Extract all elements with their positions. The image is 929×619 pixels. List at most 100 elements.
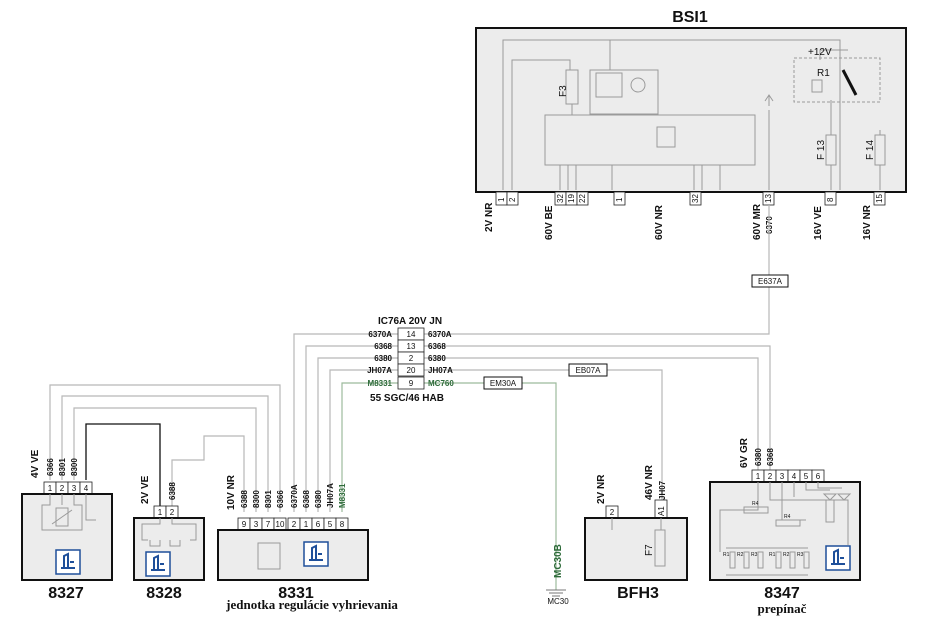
- c8331-wire-6368: 6368: [302, 490, 311, 508]
- wiring-harness: [49, 205, 771, 590]
- c8347-r2a-label: R2: [737, 552, 744, 558]
- c8327-internal-wiring: [41, 494, 96, 531]
- c8327-connector: 4V VE: [30, 449, 41, 478]
- junction-tags: E637A EM30A EB07A: [483, 274, 789, 390]
- bsi-relay-coil: [811, 79, 823, 93]
- bfh3-fuse: [654, 529, 666, 567]
- c8347-resistor-r4a: [743, 506, 769, 514]
- c8347-pin-4: 4: [792, 472, 797, 481]
- bfh3-connector-left: 2V NR: [596, 474, 607, 504]
- c8331-wire-6370a: 6370A: [290, 484, 299, 508]
- c8347-led-icon: [822, 493, 852, 501]
- ground-label: MC30: [547, 597, 569, 606]
- bsi-pin-1: 1: [497, 197, 506, 202]
- wire-6368-left: [305, 345, 398, 512]
- c8347-resistor-rails: [726, 547, 808, 576]
- bfh3-internal-wiring: [611, 518, 662, 530]
- c8327-wire-8300: 8300: [70, 458, 79, 476]
- c8331-pin-5: 5: [328, 520, 333, 529]
- c8327-wire-6366: 6366: [46, 458, 55, 476]
- bsi-pin-2: 2: [508, 197, 517, 202]
- wire-8300: [73, 407, 257, 512]
- c8347-r1a-label: R1: [723, 552, 730, 558]
- wire-8301: [61, 395, 269, 512]
- bsi-pin-32b: 32: [691, 194, 700, 203]
- ic-row-13-right: 6368: [428, 342, 446, 351]
- bsi-pin-32a: 32: [556, 194, 565, 203]
- wire-6368-right: [424, 345, 771, 470]
- c8331-wire-8301: 8301: [264, 490, 273, 508]
- bsi-pin-13: 13: [764, 194, 773, 203]
- c8331-pin-2: 2: [292, 520, 297, 529]
- bsi-connector-60v-be: 60V BE: [544, 205, 555, 240]
- c8328-pin-1: 1: [158, 508, 163, 517]
- c8347-r3a-label: R3: [751, 552, 758, 558]
- c8328-pin-2: 2: [170, 508, 175, 517]
- ic-row-9-right: MC760: [428, 379, 454, 388]
- c8347-pin-3: 3: [780, 472, 785, 481]
- bsi-internal-f3-feed: [511, 59, 571, 190]
- junction-e637a: E637A: [758, 277, 783, 286]
- ic-row-20-left: JH07A: [367, 366, 392, 375]
- bfh3-wire-jh07: JH07: [658, 480, 667, 500]
- c8331-pin-6: 6: [316, 520, 321, 529]
- wire-6366: [49, 384, 281, 512]
- c8331-chip-icon: [257, 542, 281, 570]
- bsi-relay-supply: [819, 49, 848, 60]
- c8347-r4b-label: R4: [784, 514, 791, 520]
- c8331-pin-9: 9: [242, 520, 247, 529]
- c8347-id: 8347: [764, 585, 800, 602]
- c8331-pin-10: 10: [276, 520, 285, 529]
- c8347-wire-6380: 6380: [754, 448, 763, 466]
- c8331-wire-m8331: M8331: [338, 483, 347, 508]
- bfh3-id: BFH3: [617, 585, 659, 602]
- c8331-box: [217, 529, 369, 581]
- bsi-pin-1b: 1: [615, 197, 624, 202]
- wire-6370a-left: [293, 333, 398, 512]
- bfh3-connector-right: 46V NR: [644, 464, 655, 500]
- bfh3-pin-2: 2: [610, 508, 615, 517]
- wire-6380-right: [424, 357, 759, 470]
- bsi-chip-icon-b: [656, 126, 676, 148]
- bfh3-pin-a1: A1: [657, 506, 666, 516]
- bsi-pin-15: 15: [875, 194, 884, 203]
- interconnect-subtitle: 55 SGC/46 HAB: [370, 393, 444, 404]
- wire-mc760: [424, 382, 557, 590]
- bsi-internal-pin-leads: [559, 165, 721, 190]
- ic-row-13-pin: 13: [407, 342, 416, 351]
- c8331-wire-6366: 6366: [276, 490, 285, 508]
- c8328-internal-wiring: [141, 518, 197, 547]
- interconnect-title: IC76A 20V JN: [378, 316, 442, 327]
- ic-row-20-right: JH07A: [428, 366, 453, 375]
- component-8347: 6V GR 6380 6368 1 2 3 4 5 6 R4 R4 R1 R2 …: [709, 437, 861, 616]
- ic-row-20-pin: 20: [407, 366, 416, 375]
- c8331-caption: jednotka regulácie vyhrievania: [225, 597, 398, 612]
- component-8327: 4V VE 6366 8301 8300 1 2 3 4 8327: [21, 449, 113, 602]
- c8347-resistor-r4b: [775, 519, 801, 527]
- bsi-fuse-leads: [830, 100, 881, 190]
- c8327-pin-2: 2: [60, 484, 65, 493]
- c8347-pin-1: 1: [756, 472, 761, 481]
- bsi-connector-2v-nr: 2V NR: [484, 202, 495, 232]
- component-8328: 2V VE 6388 1 2 8328: [133, 475, 205, 602]
- c8347-r1b-label: R1: [769, 552, 776, 558]
- ic-row-9-pin: 9: [409, 379, 414, 388]
- bfh3-fuse-label: F7: [644, 544, 655, 556]
- ic-row-2-left: 6380: [374, 354, 392, 363]
- junction-eb07a: EB07A: [576, 366, 602, 375]
- bsi-module: BSI1 +12V R1 F3 F 13 F 14: [475, 9, 907, 240]
- bsi-fuse-f14-label: F 14: [865, 140, 876, 160]
- bsi-arrow-icon: [764, 94, 774, 106]
- c8347-r3b-label: R3: [797, 552, 804, 558]
- c8331-wire-6388: 6388: [240, 490, 249, 508]
- c8331-wire-6380: 6380: [314, 490, 323, 508]
- wire-m8331: [341, 382, 398, 512]
- c8331-pin-8: 8: [340, 520, 345, 529]
- bsi-fuse-f3-label: F3: [558, 85, 569, 97]
- bfh3-box: [584, 517, 688, 581]
- c8347-pin-6: 6: [816, 472, 821, 481]
- bsi-connector-16v-ve: 16V VE: [813, 206, 824, 240]
- component-8331: 10V NR 6388 8300 8301 6366 6370A 6368 63…: [217, 474, 398, 612]
- c8328-id: 8328: [146, 585, 182, 602]
